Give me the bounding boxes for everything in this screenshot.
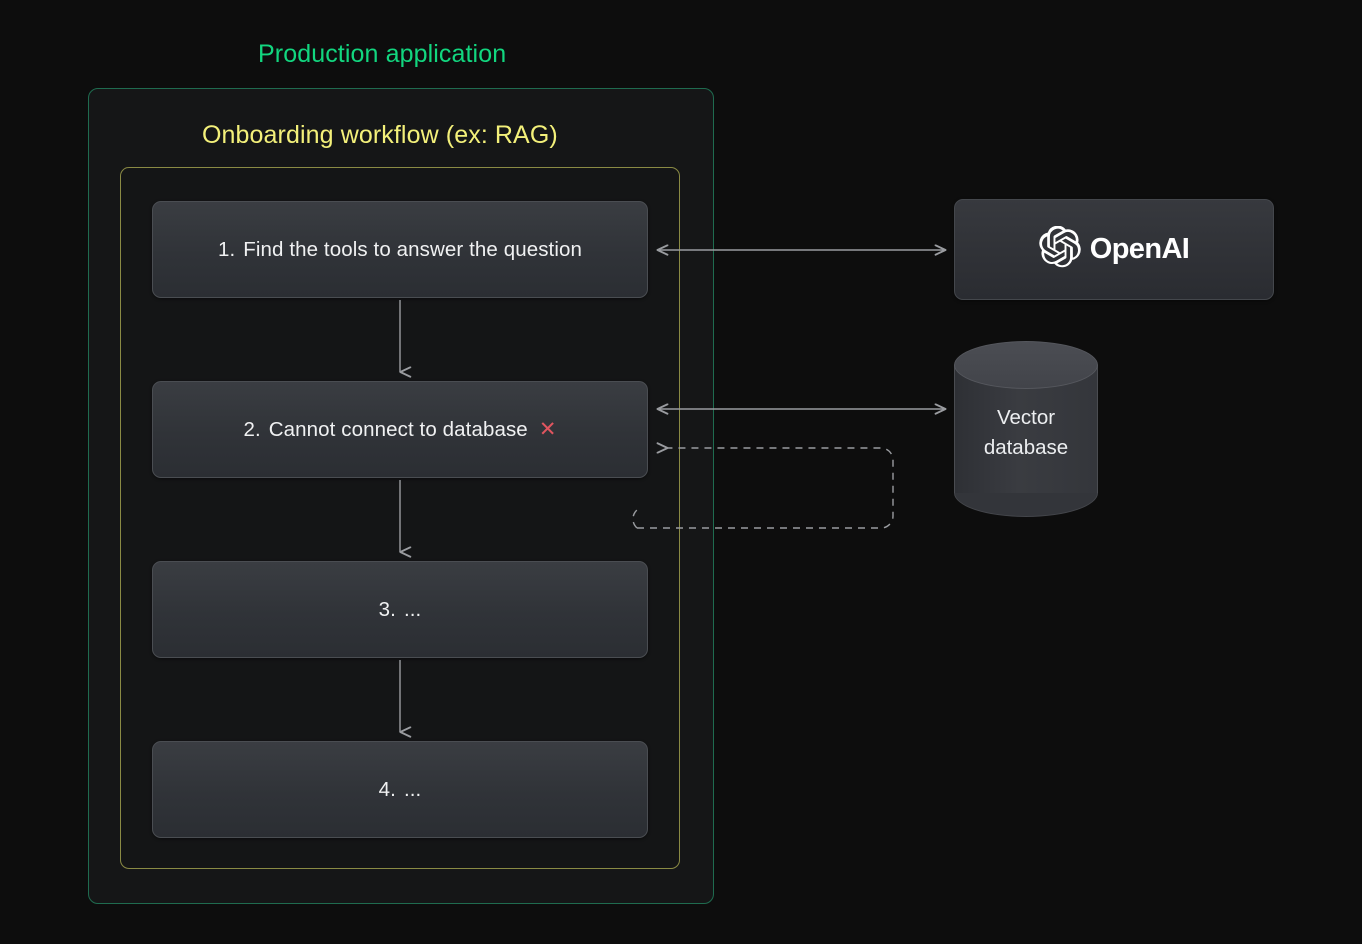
vector-database-label: Vector database (983, 406, 1069, 459)
step-1-label: Find the tools to answer the question (243, 237, 583, 261)
openai-wordmark: OpenAI (1089, 233, 1190, 265)
step-1-number: 1. (217, 237, 236, 261)
error-x-icon: ✕ (538, 418, 557, 441)
workflow-step-4[interactable]: 4. ... (152, 741, 648, 838)
workflow-step-1[interactable]: 1. Find the tools to answer the question (152, 201, 648, 298)
step-4-number: 4. (378, 777, 396, 801)
openai-service-box[interactable]: OpenAI (954, 199, 1274, 300)
step-2-number: 2. (243, 417, 261, 441)
openai-blossom-icon (1039, 225, 1081, 273)
step-2-label: Cannot connect to database (268, 417, 528, 441)
step-3-label: ... (403, 597, 422, 621)
workflow-step-2[interactable]: 2. Cannot connect to database ✕ (152, 381, 648, 478)
production-application-title: Production application (258, 40, 507, 68)
cylinder-top (954, 341, 1098, 389)
step-4-label: ... (403, 777, 422, 801)
vector-database-cylinder[interactable]: Vector database (954, 341, 1098, 517)
onboarding-workflow-title: Onboarding workflow (ex: RAG) (202, 121, 558, 149)
workflow-step-3[interactable]: 3. ... (152, 561, 648, 658)
step-3-number: 3. (378, 597, 396, 621)
